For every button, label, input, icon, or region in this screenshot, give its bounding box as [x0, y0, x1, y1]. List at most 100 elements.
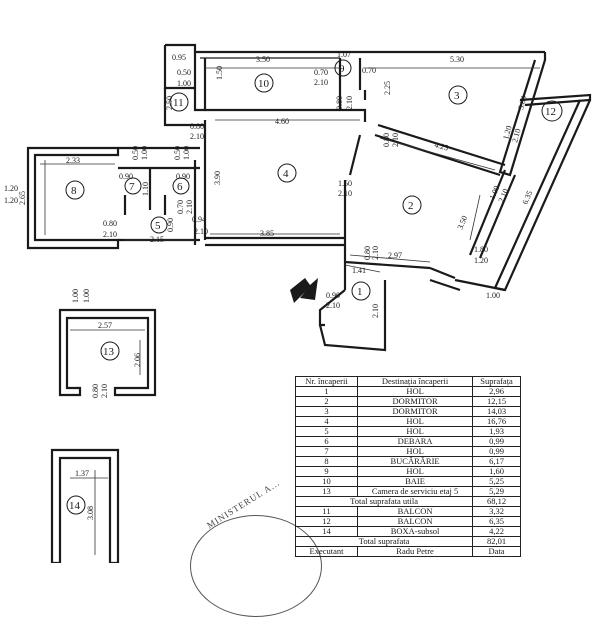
dim-label: 0.70 [176, 200, 185, 214]
dim-label: 2.15 [150, 235, 164, 244]
cell-destination: DORMITOR [356, 396, 474, 407]
cell-area: 3,32 [472, 506, 521, 517]
dim-label: 0.90 [166, 218, 175, 232]
subtotal-row-label: Total suprafata utila [294, 496, 474, 507]
dim-label: 0.90 [176, 172, 190, 181]
dim-label: 0.50 [173, 146, 182, 160]
dim-label: 1.50 [215, 66, 224, 80]
dim-label: 0.80 [91, 384, 100, 398]
cell-area: 0,99 [472, 436, 521, 447]
dim-label: 0.90 [119, 172, 133, 181]
room-labels: 10 9 3 12 11 4 2 8 7 6 5 1 13 14 [65, 59, 563, 515]
area-table: Nr. încaperii Destinația încaperii Supra… [294, 376, 521, 557]
room-12-label: 12 [545, 106, 556, 118]
dim-label: 2.10 [194, 227, 208, 236]
cell-area: 1,60 [472, 466, 521, 477]
cell-destination: BALCON [356, 506, 474, 517]
dim-label: 1.20 [4, 196, 18, 205]
dim-label: 1.20 [474, 256, 488, 265]
dim-label: 3.85 [260, 229, 274, 238]
subtotal-row-value: 68,12 [472, 496, 521, 507]
dim-label: 1.00 [182, 146, 191, 160]
cell-room-nr: 8 [295, 456, 358, 467]
dim-label: 0.70 [314, 68, 328, 77]
cell-room-nr: 12 [295, 516, 358, 527]
dim-label: 1.07 [337, 50, 351, 59]
cell-area: 12,15 [472, 396, 521, 407]
header-room-nr: Nr. încaperii [295, 376, 358, 387]
cell-room-nr: 3 [295, 406, 358, 417]
room-8-label: 8 [71, 185, 77, 197]
dim-label: 1.37 [75, 469, 89, 478]
dim-label: 2.65 [18, 191, 27, 205]
dimension-lines [40, 67, 540, 555]
dim-label: 2.10 [190, 132, 204, 141]
cell-area: 2,96 [472, 386, 521, 397]
room-13-walls [58, 308, 157, 397]
dim-label: 2.10 [326, 301, 340, 310]
room-3-label: 3 [454, 90, 460, 102]
cell-destination: HOL [356, 426, 474, 437]
dim-label: 1.80 [474, 245, 488, 254]
cell-area: 6,35 [472, 516, 521, 527]
room-13-label: 13 [103, 346, 115, 358]
cell-area: 5,29 [472, 486, 521, 497]
dim-label: 1.00 [486, 291, 500, 300]
cell-room-nr: 14 [295, 526, 358, 537]
dim-label: 1.00 [71, 289, 80, 303]
dim-label: 2.10 [314, 78, 328, 87]
dim-label: 0.80 [382, 133, 391, 147]
dim-label: 2.10 [338, 189, 352, 198]
cell-area: 14,03 [472, 406, 521, 417]
cell-room-nr: 7 [295, 446, 358, 457]
dim-label: 2.06 [133, 353, 142, 367]
dim-label: 2.25 [383, 81, 392, 95]
header-destination: Destinația încaperii [356, 376, 474, 387]
cell-room-nr: 4 [295, 416, 358, 427]
cell-area: 5,25 [472, 476, 521, 487]
dim-label: 1.20 [4, 184, 18, 193]
dim-label: 3.80 [516, 95, 528, 111]
dim-label: 0.94 [192, 215, 206, 224]
dim-label: 3.50 [256, 55, 270, 64]
cell-destination: BAIE [356, 476, 474, 487]
cell-destination: DEBARA [356, 436, 474, 447]
total-row-label: Total suprafata [294, 536, 474, 547]
cell-destination: HOL [356, 466, 474, 477]
dim-label: 2.97 [388, 251, 402, 260]
cell-room-nr: 1 [295, 386, 358, 397]
dim-label: 5.30 [450, 55, 464, 64]
dim-label: 0.50 [177, 68, 191, 77]
dim-label: 2.10 [100, 384, 109, 398]
room-14-label: 14 [69, 500, 81, 512]
dim-label: 1.20 [501, 125, 513, 141]
dim-label: 1.50 [338, 179, 352, 188]
room-10-label: 10 [258, 78, 270, 90]
dim-label: 2.33 [66, 156, 80, 165]
dim-label: 1.00 [140, 146, 149, 160]
cell-destination: DORMITOR [356, 406, 474, 417]
cell-area: 1,93 [472, 426, 521, 437]
dim-label: 0.80 [363, 246, 372, 260]
footer-executant: Executant [295, 546, 358, 557]
room-14-walls [50, 448, 120, 563]
table-header-row: Nr. încaperii Destinația încaperii Supra… [295, 376, 521, 387]
dim-label: 2.10 [185, 200, 194, 214]
cell-room-nr: 10 [295, 476, 358, 487]
dim-label: 1.41 [352, 266, 366, 275]
cell-area: 0,99 [472, 446, 521, 457]
